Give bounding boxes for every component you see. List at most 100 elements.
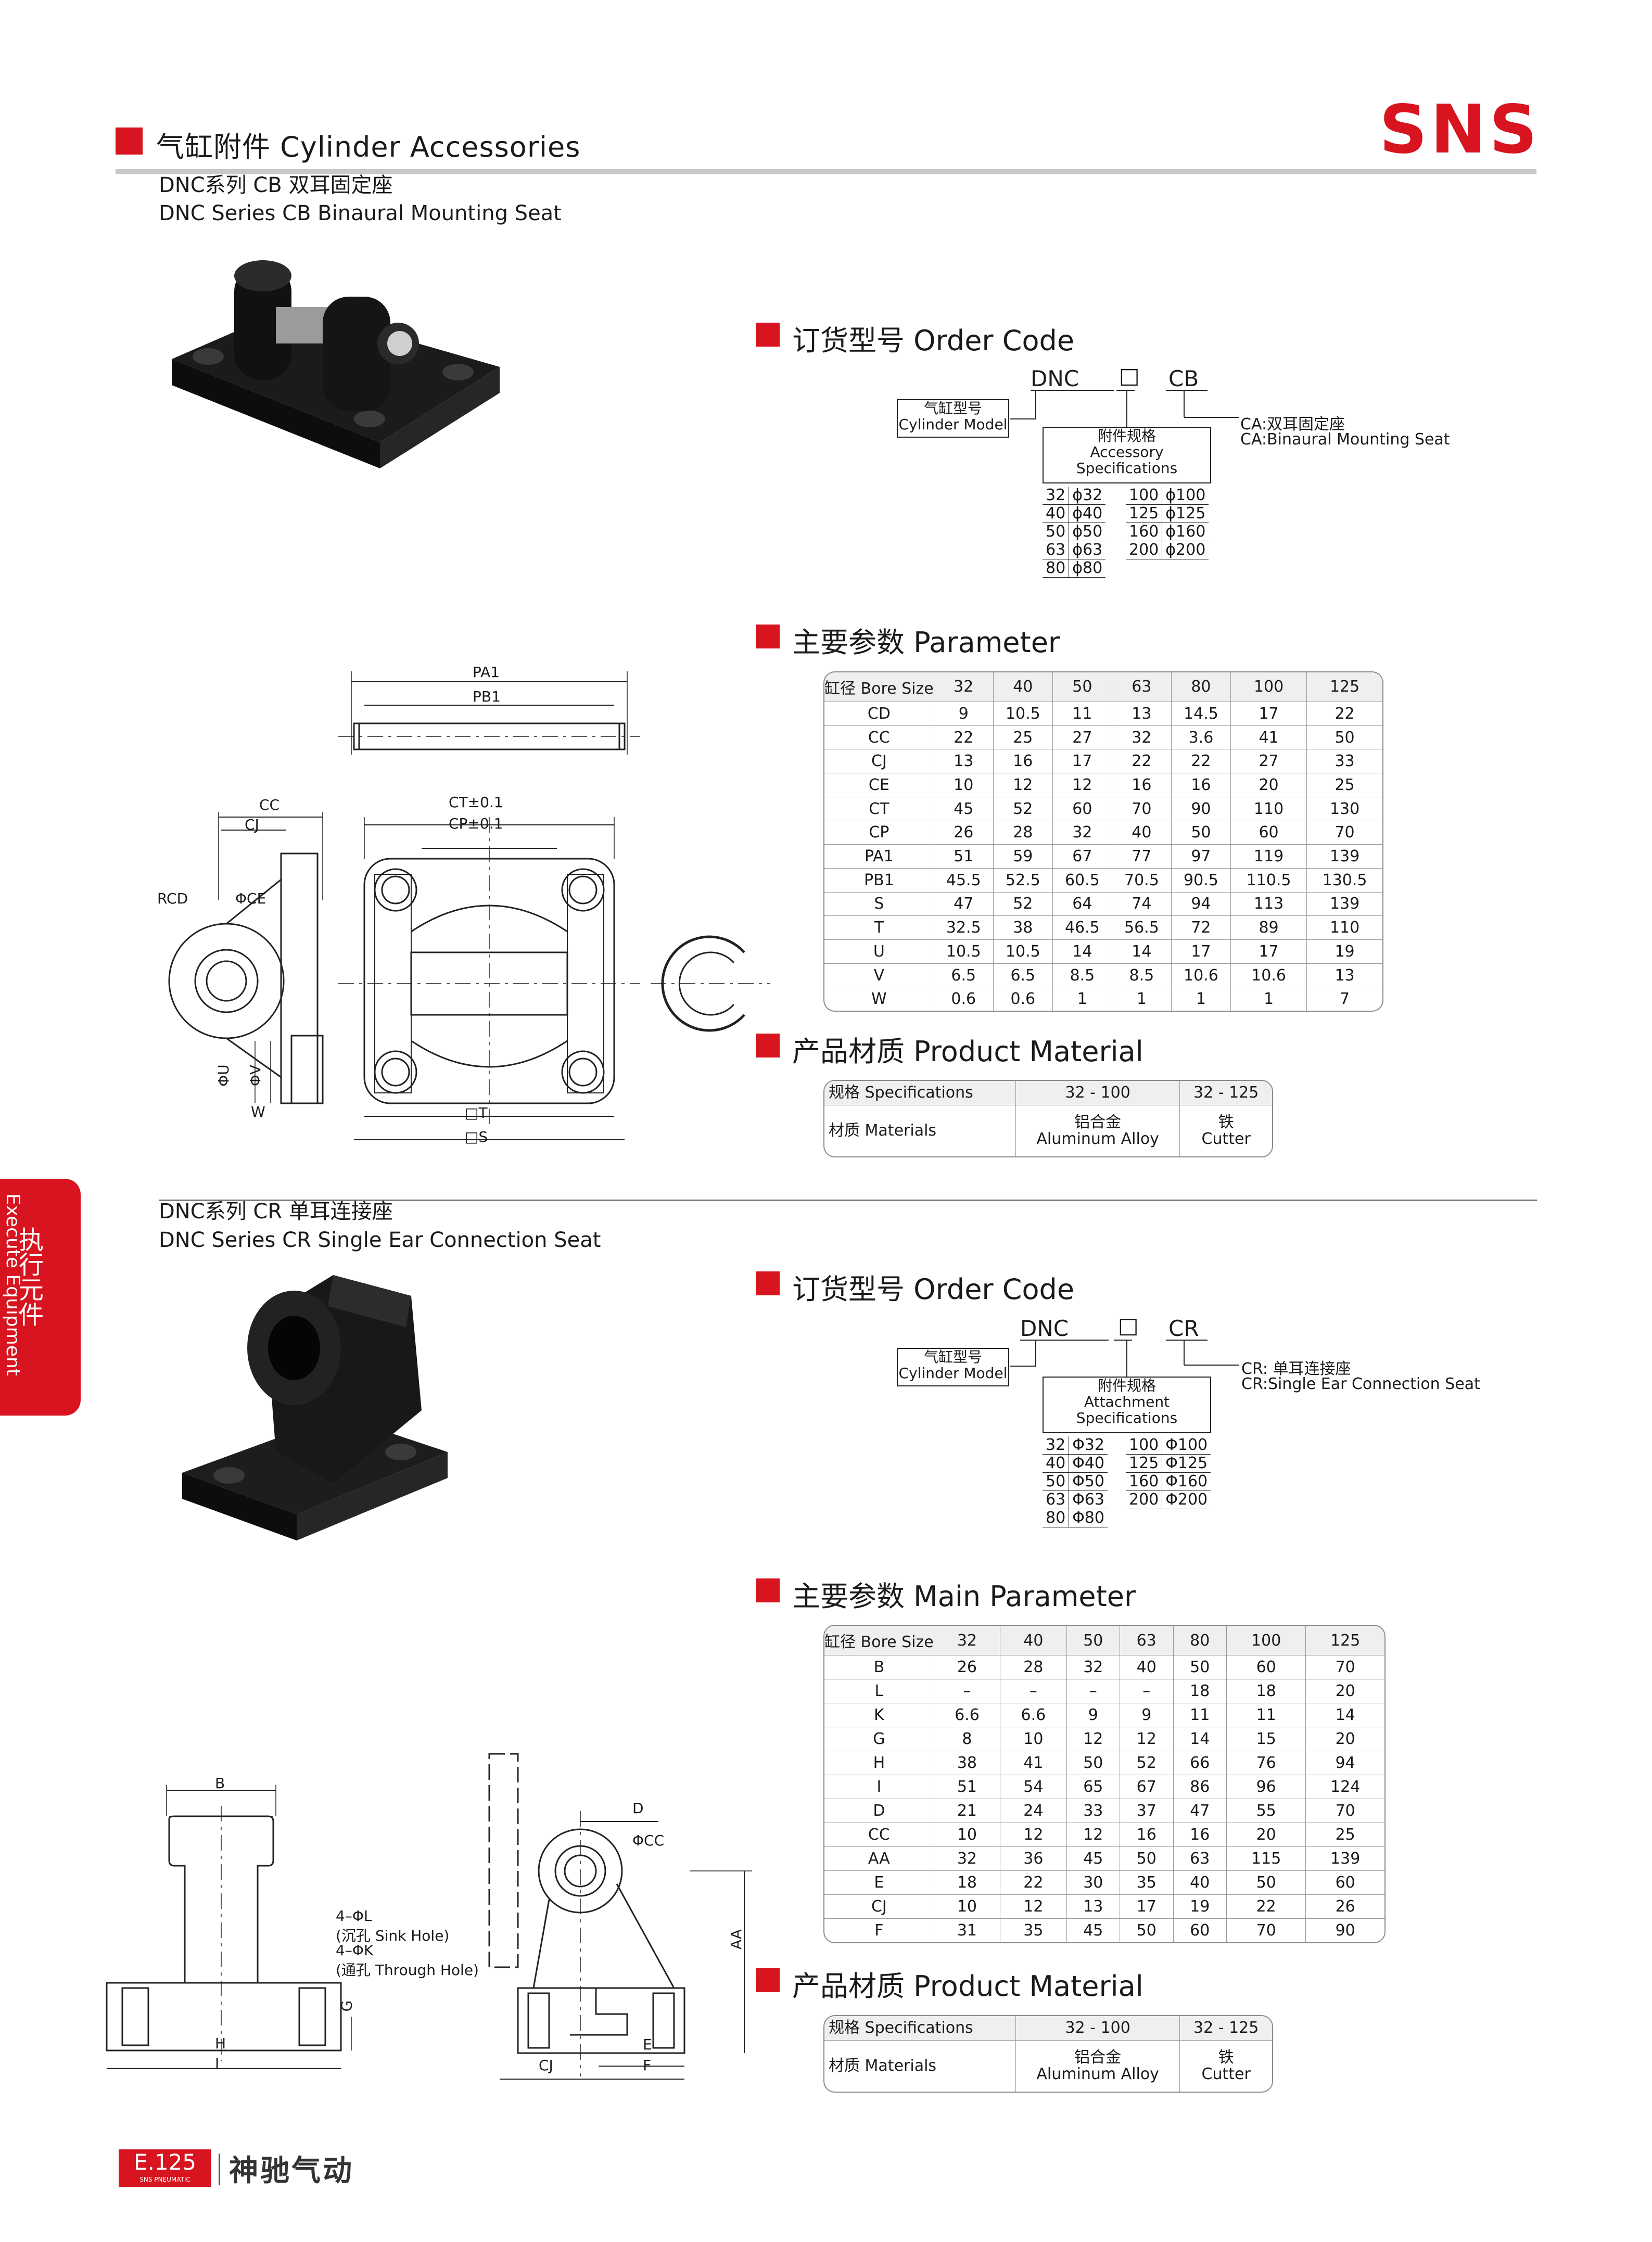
table-cell: E — [824, 1870, 934, 1895]
table-cell: 25 — [1306, 773, 1382, 797]
size-bore: Φ200 — [1162, 1491, 1211, 1509]
table-cell: 26 — [933, 1655, 1001, 1680]
table-cell: 45.5 — [933, 868, 994, 893]
cb-label-cj: CJ — [245, 816, 259, 833]
table-cell: 11 — [1226, 1703, 1306, 1728]
table-cell: 32 — [1066, 1655, 1121, 1680]
table-cell: 14 — [1052, 939, 1112, 964]
table-cell: CE — [824, 773, 934, 797]
table-cell: 22 — [933, 725, 994, 750]
cb-order-code-heading: 订货型号 Order Code — [792, 324, 1075, 357]
table-header-cell: 80 — [1173, 1626, 1227, 1656]
table-header-cell: 50 — [1052, 672, 1112, 702]
table-cell: 63 — [1173, 1846, 1227, 1871]
table-cell: 41 — [1000, 1751, 1067, 1776]
table-cell: 12 — [1000, 1894, 1067, 1919]
table-cell: 22 — [1171, 749, 1231, 774]
table-cell: 28 — [993, 820, 1053, 845]
table-cell: 17 — [1052, 749, 1112, 774]
cr-parameter-square — [756, 1578, 780, 1602]
table-cell: H — [824, 1751, 934, 1776]
cb-suffix-desc-cn: CA:双耳固定座 — [1240, 415, 1345, 434]
table-cell: 1 — [1171, 987, 1231, 1011]
size-code: 80 — [1043, 559, 1069, 578]
cb-parameter-square — [756, 625, 780, 648]
table-cell: 33 — [1306, 749, 1382, 774]
table-cell: 94 — [1305, 1751, 1384, 1776]
size-bore: ϕ125 — [1162, 504, 1209, 523]
size-code: 200 — [1126, 541, 1162, 559]
table-cell: 35 — [1000, 1918, 1067, 1942]
table-cell: 20 — [1230, 773, 1307, 797]
table-cell: 11 — [1052, 701, 1112, 726]
table-cell: 31 — [933, 1918, 1001, 1942]
cb-label-t: □T — [465, 1104, 488, 1122]
cb-parameter-heading: 主要参数 Parameter — [792, 626, 1060, 659]
size-code: 40 — [1043, 504, 1069, 523]
table-cell: 70 — [1111, 796, 1172, 821]
size-bore: ϕ63 — [1069, 541, 1106, 559]
size-code: 50 — [1043, 1472, 1069, 1491]
table-cell: 10 — [933, 1823, 1001, 1848]
cb-title-cn: DNC系列 CB 双耳固定座 — [159, 173, 393, 197]
table-header-cell: 63 — [1120, 1626, 1174, 1656]
cr-label-g: G — [338, 2000, 355, 2012]
table-header-cell: 63 — [1111, 672, 1172, 702]
size-bore: Φ160 — [1162, 1472, 1211, 1491]
table-cell: 30 — [1066, 1870, 1121, 1895]
table-cell: CC — [824, 725, 934, 750]
table-cell: 12 — [1052, 773, 1112, 797]
cr-technical-drawing — [106, 1753, 752, 2080]
cr-label-sink: (沉孔 Sink Hole) — [336, 1927, 450, 1944]
table-header-cell: 125 — [1305, 1626, 1384, 1656]
table-cell: V — [824, 963, 934, 988]
cb-label-w: W — [251, 1103, 265, 1120]
cr-spec-col1: 32 - 100 — [1015, 2016, 1180, 2041]
table-cell: 32 — [933, 1846, 1001, 1871]
table-cell: 90 — [1305, 1918, 1384, 1942]
table-cell: I — [824, 1775, 934, 1800]
table-cell: 55 — [1226, 1799, 1306, 1824]
table-cell: 45 — [933, 796, 994, 821]
table-cell: T — [824, 915, 934, 940]
table-header-cell: 100 — [1226, 1626, 1306, 1656]
table-cell: 17 — [1230, 701, 1307, 726]
cb-label-pa1: PA1 — [473, 664, 500, 681]
table-cell: 1 — [1052, 987, 1112, 1011]
cr-label-h: H — [215, 2035, 226, 2052]
size-code: 32 — [1043, 487, 1069, 505]
cb-code-connectors — [1010, 390, 1239, 427]
table-cell: 8.5 — [1052, 963, 1112, 988]
table-cell: 10 — [933, 773, 994, 797]
cb-code-box: □ — [1119, 363, 1140, 388]
section-divider — [159, 1200, 1537, 1201]
table-cell: 18 — [1226, 1679, 1306, 1704]
table-cell: 90 — [1171, 796, 1231, 821]
table-header-cell: 125 — [1306, 672, 1382, 702]
table-cell: 54 — [1000, 1775, 1067, 1800]
table-cell: 32.5 — [933, 915, 994, 940]
table-header-cell: 32 — [933, 672, 994, 702]
table-cell: 32 — [1111, 725, 1172, 750]
cr-code-connectors — [1010, 1340, 1239, 1377]
table-cell: S — [824, 891, 934, 916]
table-cell: 60 — [1173, 1918, 1227, 1942]
cr-label-i: I — [215, 2055, 220, 2072]
table-cell: 52 — [993, 796, 1053, 821]
table-cell: 20 — [1305, 1727, 1384, 1752]
footer-divider — [219, 2154, 220, 2185]
table-cell: 110 — [1306, 915, 1382, 940]
side-tab: 执行元件 Execute Equipment — [0, 1179, 81, 1416]
table-cell: – — [933, 1679, 1001, 1704]
cb-label-s: □S — [465, 1128, 488, 1145]
